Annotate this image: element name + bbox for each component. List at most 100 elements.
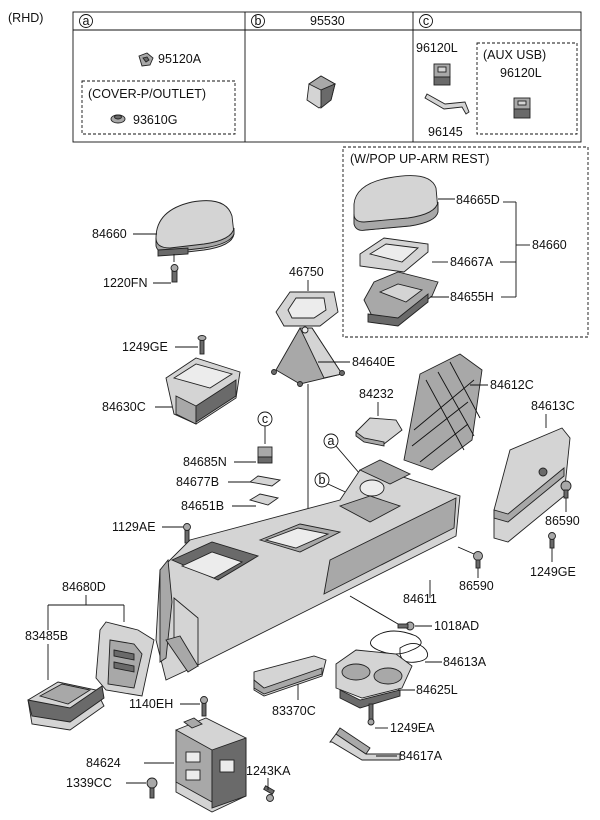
shift-boot-84640E-icon [271, 326, 345, 387]
part-86590-mid-label: 86590 [459, 579, 494, 593]
screw-1220FN-icon [170, 264, 179, 283]
table-column-c: c 96120L 96145 (AUX USB) 96120L [416, 14, 578, 139]
svg-text:b: b [319, 473, 326, 487]
part-83485B-label: 83485B [25, 629, 68, 643]
part-1249GE-right-label: 1249GE [530, 565, 576, 579]
part-46750-label: 46750 [289, 265, 324, 279]
armrest-hinge-84655H-icon [363, 271, 439, 327]
column-a-letter: a [83, 14, 90, 28]
part-84617A-label: 84617A [399, 749, 443, 763]
cup-holder-83485B-icon [27, 681, 105, 731]
pad-84232-icon [355, 417, 403, 447]
cup-holder-84625L-icon [335, 649, 413, 709]
svg-text:a: a [328, 434, 335, 448]
part-96120L-usb-label: 96120L [500, 66, 542, 80]
cap-93610G-icon [110, 114, 126, 124]
center-console-84611-icon [155, 459, 461, 681]
clip-86590-right-icon [560, 480, 572, 499]
callout-circle-a [79, 14, 93, 28]
part-84613C-label: 84613C [531, 399, 575, 413]
part-84667A-label: 84667A [450, 255, 494, 269]
part-84665D-label: 84665D [456, 193, 500, 207]
part-1249EA-label: 1249EA [390, 721, 435, 735]
socket-95530-icon [306, 75, 337, 109]
armrest-tray-84667A-icon [359, 237, 429, 273]
leader-1018AD-up [349, 595, 399, 625]
variant-label: (RHD) [8, 11, 43, 25]
table-column-b: b 95530 [251, 14, 345, 109]
nut-1339CC-icon [146, 777, 158, 799]
callout-circle-c [419, 14, 433, 28]
part-95530-label: 95530 [310, 14, 345, 28]
pop-up-armrest-box [342, 146, 589, 338]
clip-95120A-icon [138, 52, 154, 67]
switch-84685N-icon [257, 446, 273, 464]
part-84640E-label: 84640E [352, 355, 395, 369]
screw-1249EA-icon [367, 703, 375, 726]
bracket-83370C-icon [253, 655, 327, 697]
part-1018AD-label: 1018AD [434, 619, 479, 633]
part-1243KA-label: 1243KA [246, 764, 291, 778]
part-93610G-label: 93610G [133, 113, 177, 127]
bracket-84617A-icon [329, 727, 401, 761]
callout-circle-b [251, 14, 265, 28]
cover-outlet-group-box [81, 80, 236, 135]
part-1339CC-label: 1339CC [66, 776, 112, 790]
pop-up-armrest-title: (W/POP UP-ARM REST) [350, 152, 489, 166]
part-84680D-label: 84680D [62, 580, 106, 594]
part-1129AE-label: 1129AE [112, 520, 156, 534]
bolt-1249GE-right-icon [548, 532, 556, 549]
mat-84651B-icon [248, 493, 280, 506]
usb-jack-96120L-icon [513, 97, 531, 119]
bolt-1140EH-icon [200, 696, 208, 717]
screw-1243KA-icon [263, 785, 275, 802]
bracket-96145-icon [424, 93, 470, 115]
bolt-1249GE-top-icon [197, 335, 207, 355]
svg-text:c: c [262, 412, 268, 426]
part-84660-label: 84660 [92, 227, 127, 241]
part-84630C-label: 84630C [102, 400, 146, 414]
part-96120L-label: 96120L [416, 41, 458, 55]
part-84624-label: 84624 [86, 756, 121, 770]
option-box-leaders [430, 198, 530, 298]
part-84625L-label: 84625L [416, 683, 458, 697]
part-84655H-label: 84655H [450, 290, 494, 304]
part-1249GE-top-label: 1249GE [122, 340, 168, 354]
part-84677B-label: 84677B [176, 475, 219, 489]
option-assembly-84660-label: 84660 [532, 238, 567, 252]
aux-jack-96120L-icon [433, 63, 451, 86]
screw-1018AD-icon [397, 621, 415, 631]
column-b-letter: b [255, 14, 262, 28]
storage-box-84630C-icon [165, 357, 241, 425]
trim-panel-84680D-icon [95, 621, 155, 697]
cover-outlet-group-label: (COVER-P/OUTLET) [88, 87, 206, 101]
part-83370C-label: 83370C [272, 704, 316, 718]
part-96145-label: 96145 [428, 125, 463, 139]
side-cover-84612C-icon [403, 353, 483, 471]
column-c-letter: c [423, 14, 429, 28]
aux-usb-group-label: (AUX USB) [483, 48, 546, 62]
mat-84677B-icon [248, 475, 282, 487]
clip-86590-mid-icon [473, 551, 483, 569]
aux-usb-group-box [476, 42, 578, 135]
part-84232-label: 84232 [359, 387, 394, 401]
table-column-a: a 95120A (COVER-P/OUTLET) 93610G [79, 14, 236, 135]
shift-ring-46750-icon [275, 291, 339, 327]
part-95120A-label: 95120A [158, 52, 202, 66]
part-84611-label: 84611 [403, 592, 437, 606]
part-86590-right-label: 86590 [545, 514, 580, 528]
part-84613A-label: 84613A [443, 655, 487, 669]
part-84651B-label: 84651B [181, 499, 224, 513]
leader-86590-mid-tip [457, 546, 475, 555]
part-84612C-label: 84612C [490, 378, 534, 392]
part-84685N-label: 84685N [183, 455, 227, 469]
callout-c-console: c [257, 411, 273, 444]
bracket-frame-84624-icon [175, 717, 247, 813]
side-panel-84613C-icon [493, 427, 571, 543]
armrest-84660-icon [155, 200, 235, 257]
armrest-cover-84665D-icon [353, 175, 439, 231]
part-1140EH-label: 1140EH [129, 697, 173, 711]
screw-1129AE-icon [183, 523, 191, 544]
part-1220FN-label: 1220FN [103, 276, 147, 290]
